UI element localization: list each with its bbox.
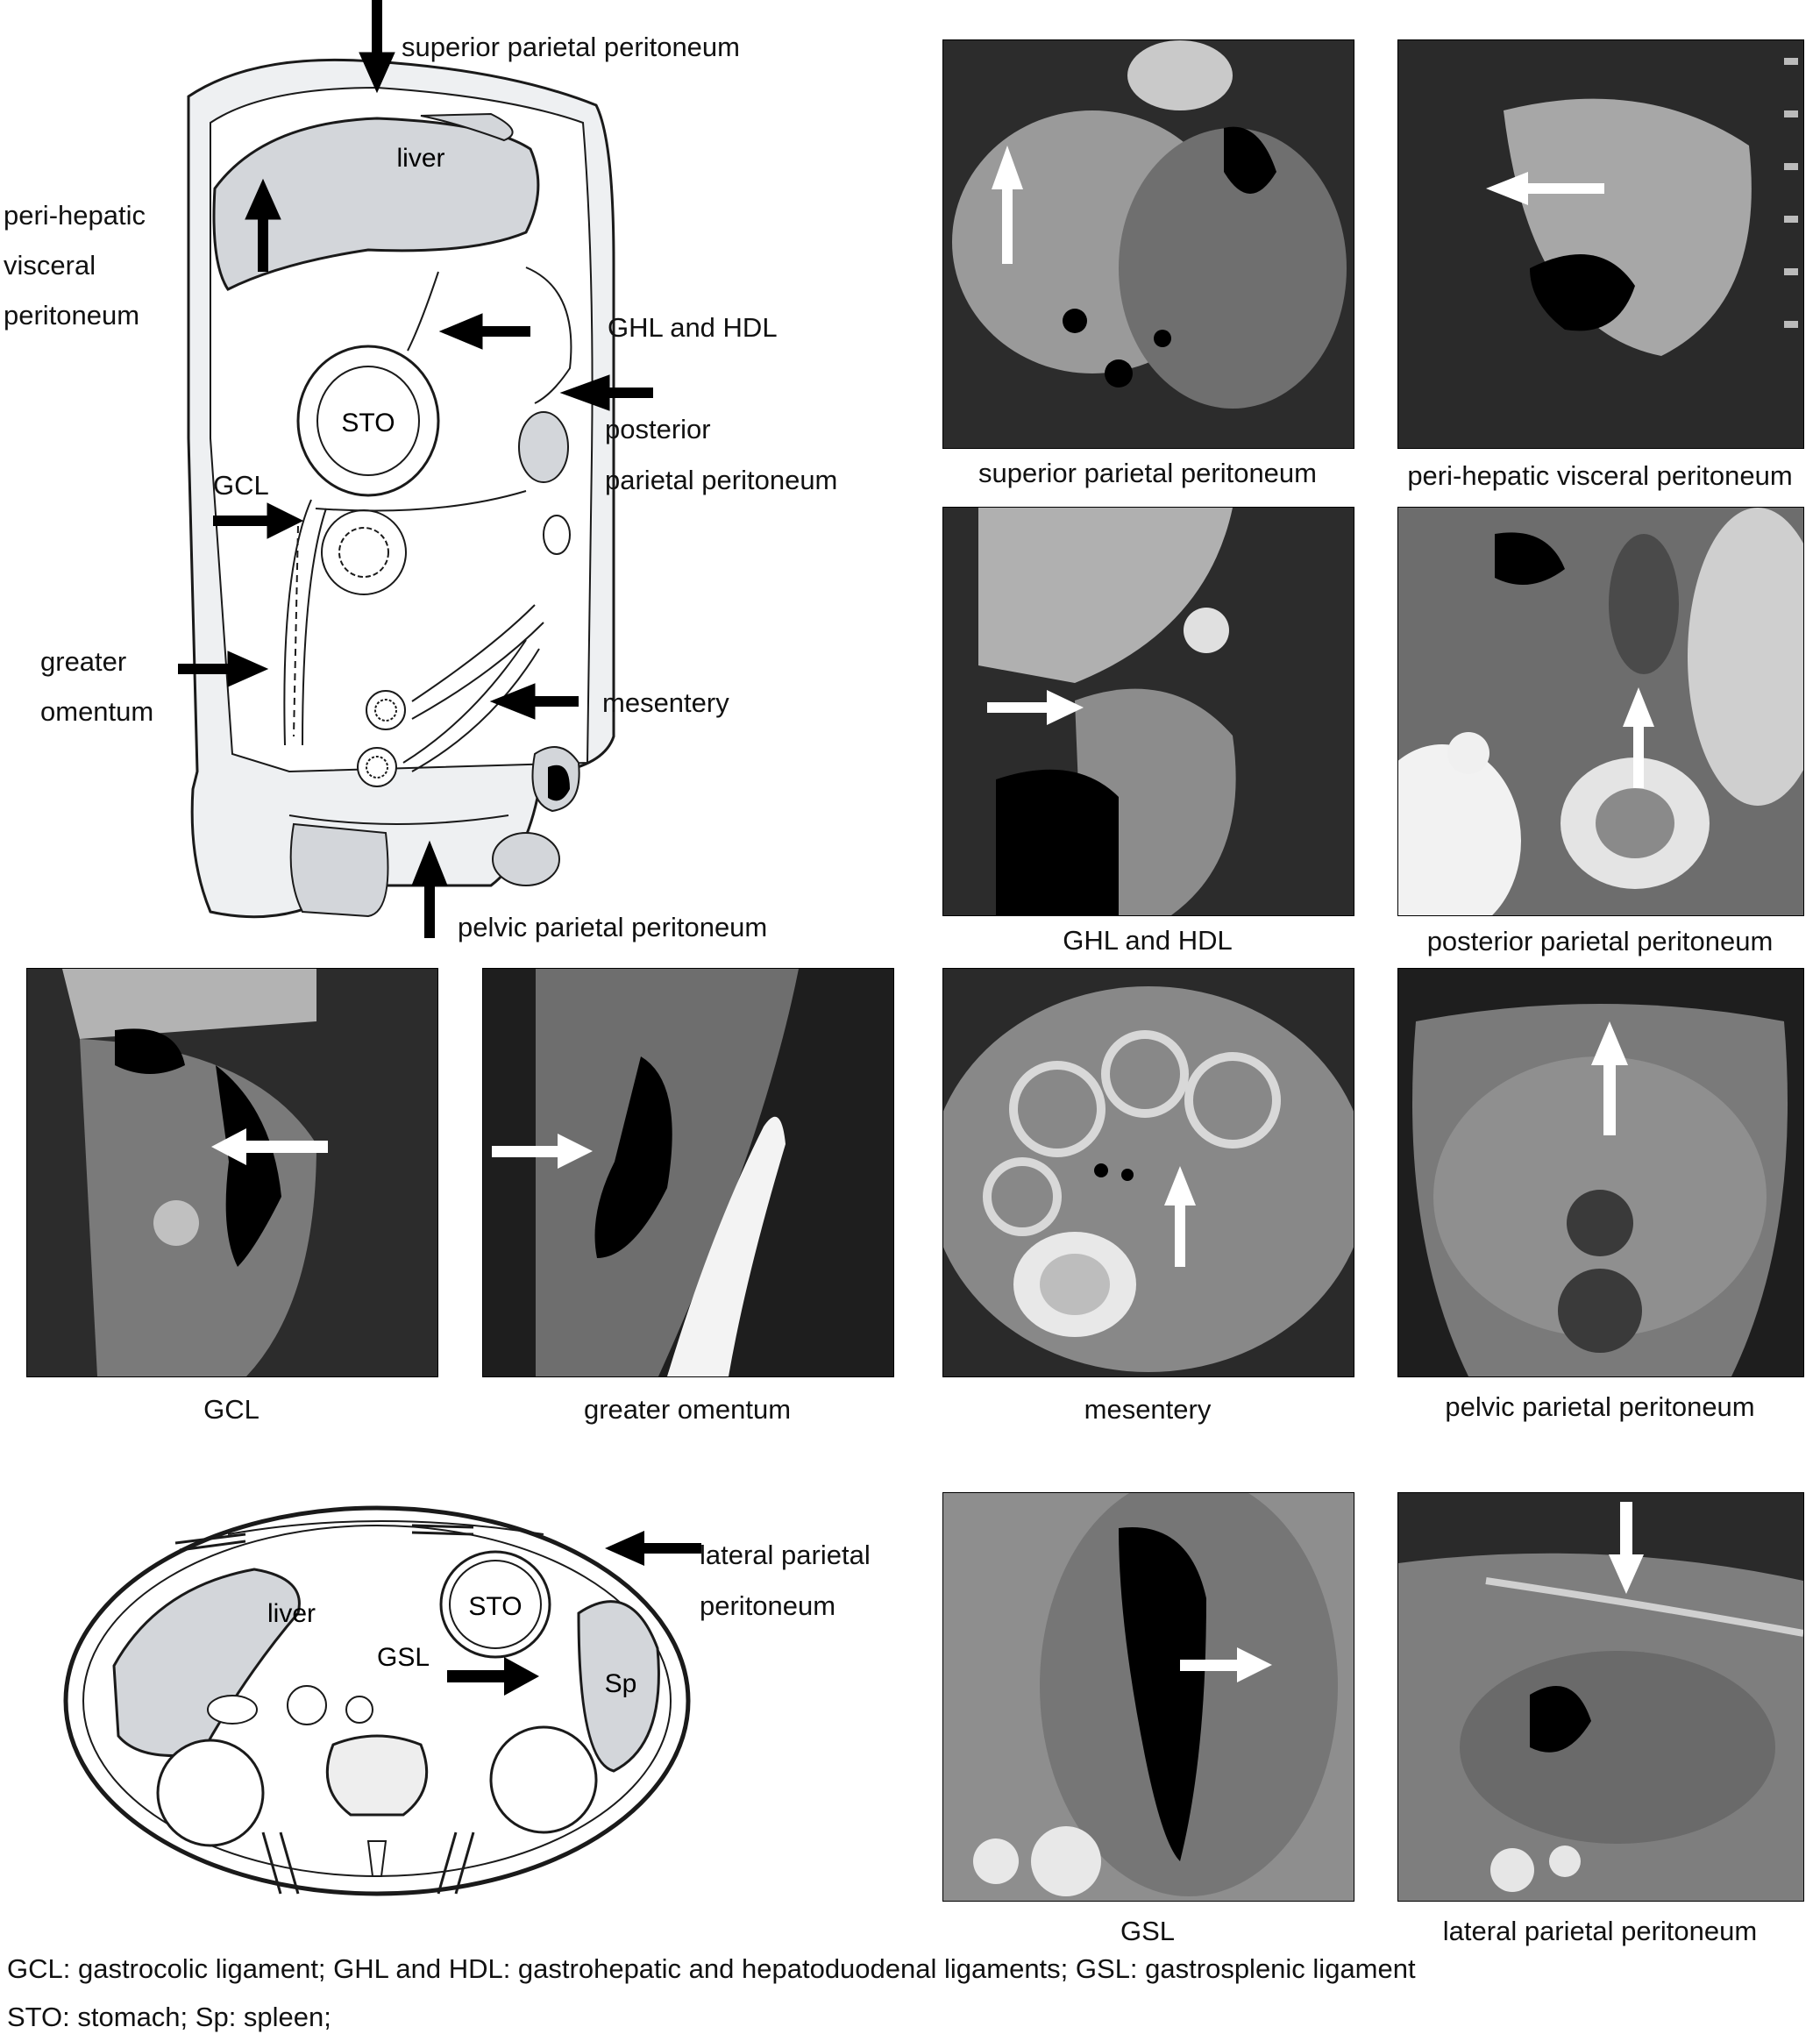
label-posterior-2: parietal peritoneum	[605, 465, 838, 495]
label-mesentery: mesentery	[602, 687, 729, 718]
stomach-label: STO	[341, 409, 395, 437]
label-greater-1: greater	[40, 646, 127, 677]
label-lateral-2: peritoneum	[700, 1590, 836, 1621]
label-perihepatic-3: peritoneum	[4, 300, 140, 331]
axial-stomach-label: STO	[468, 1592, 522, 1621]
caption-gsl: GSL	[1120, 1916, 1176, 1946]
ct-greater-omentum	[482, 968, 894, 1377]
ct-superior-parietal	[942, 39, 1354, 449]
ct-lateral-parietal	[1397, 1492, 1804, 1902]
axial-diagram: liver STO Sp GSL	[63, 1505, 701, 1896]
axial-liver-label: liver	[267, 1599, 316, 1628]
sagittal-diagram: liver STO	[178, 0, 653, 938]
caption-ghl-hdl: GHL and HDL	[1063, 925, 1233, 956]
ct-gsl	[942, 1492, 1354, 1902]
label-superior-parietal: superior parietal peritoneum	[402, 32, 740, 62]
ct-perihepatic-visceral	[1397, 39, 1804, 449]
label-perihepatic-1: peri-hepatic	[4, 200, 146, 231]
caption-gcl: GCL	[203, 1394, 259, 1425]
black-arrows	[178, 0, 653, 938]
ct-gcl	[26, 968, 438, 1377]
caption-greater-omentum: greater omentum	[583, 1394, 792, 1425]
white-arrow	[992, 146, 1023, 264]
ct-pelvic-parietal	[1397, 968, 1804, 1377]
ct-ghl-hdl	[942, 507, 1354, 916]
label-pelvic-parietal: pelvic parietal peritoneum	[458, 912, 768, 942]
label-lateral-1: lateral parietal	[700, 1540, 871, 1570]
axial-spleen-label: Sp	[605, 1669, 637, 1698]
caption-mesentery: mesentery	[1084, 1394, 1212, 1425]
liver-shape	[212, 117, 540, 291]
label-greater-2: omentum	[40, 696, 154, 727]
caption-perihepatic-visceral: peri-hepatic visceral peritoneum	[1407, 460, 1793, 491]
label-perihepatic-2: visceral	[4, 250, 96, 281]
label-gcl: GCL	[213, 470, 269, 501]
footer-line-2: STO: stomach; Sp: spleen;	[7, 2002, 331, 2032]
label-posterior-1: posterior	[605, 414, 711, 444]
caption-lateral-parietal: lateral parietal peritoneum	[1442, 1916, 1758, 1946]
ct-mesentery	[942, 968, 1354, 1377]
label-ghl-hdl: GHL and HDL	[608, 312, 778, 343]
caption-pelvic-parietal: pelvic parietal peritoneum	[1445, 1391, 1755, 1422]
footer-line-1: GCL: gastrocolic ligament; GHL and HDL: …	[7, 1953, 1416, 1984]
liver-label: liver	[396, 144, 444, 173]
ct-posterior-parietal	[1397, 507, 1804, 916]
axial-gsl-label: GSL	[377, 1643, 430, 1672]
caption-superior-parietal: superior parietal peritoneum	[978, 458, 1317, 488]
caption-posterior-parietal: posterior parietal peritoneum	[1426, 926, 1774, 957]
